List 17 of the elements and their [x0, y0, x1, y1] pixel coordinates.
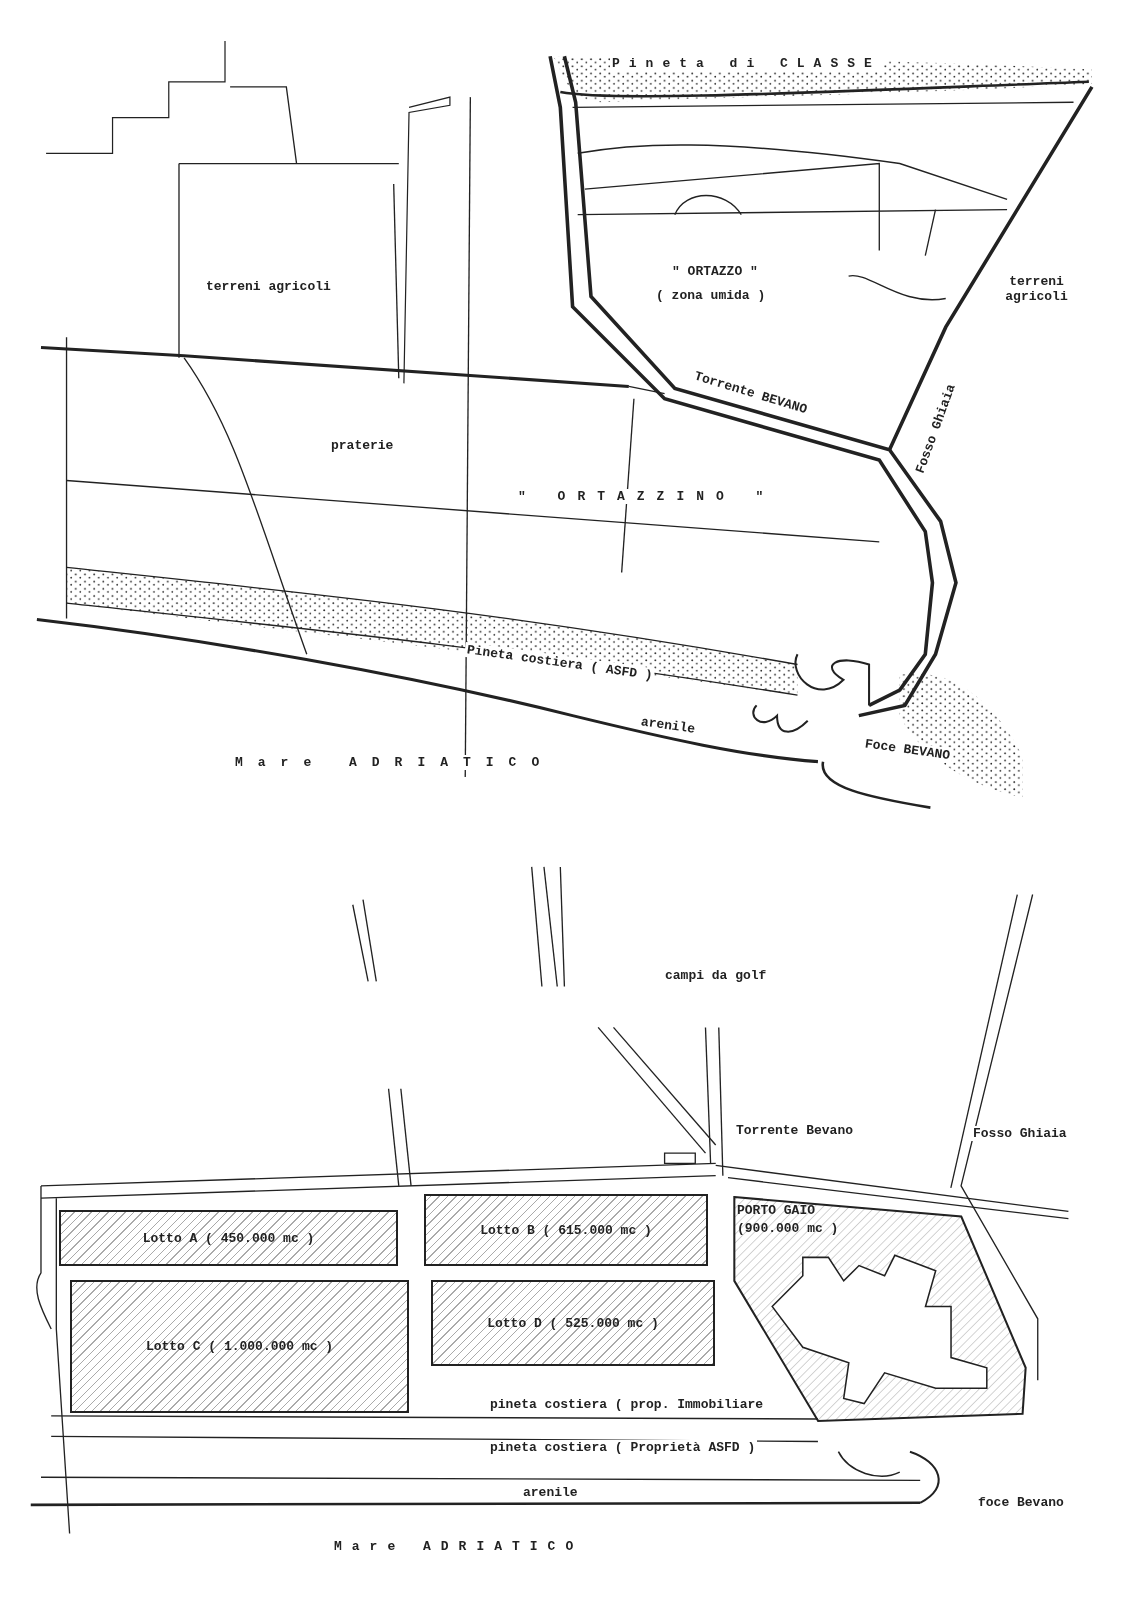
forest-label: Pineta di CLASSE — [610, 56, 883, 71]
plot-area — [59, 1210, 398, 1266]
area-label: (900.000 mc ) — [737, 1220, 839, 1237]
plot-label: Lotto A ( 450.000 mc ) — [141, 1230, 316, 1246]
forest-label: pineta costiera ( prop. Immobiliare — [488, 1397, 766, 1412]
forest-label: pineta costiera ( Proprietà ASFD ) — [488, 1440, 758, 1455]
area-label: praterie — [329, 438, 396, 453]
plot-area — [70, 1280, 409, 1413]
area-label: PORTO GAIO — [737, 1202, 815, 1219]
canal-label: Fosso Ghiaia — [971, 1126, 1069, 1141]
area-label: terreni agricoli — [204, 279, 333, 294]
plot-area — [424, 1194, 708, 1266]
plot-label: Lotto B ( 615.000 mc ) — [479, 1222, 653, 1238]
area-label: campi da golf — [663, 968, 769, 983]
plot-label: Lotto D ( 525.000 mc ) — [486, 1315, 660, 1331]
plot-area — [431, 1280, 715, 1366]
plot-label: Lotto C ( 1.000.000 mc ) — [144, 1339, 335, 1354]
